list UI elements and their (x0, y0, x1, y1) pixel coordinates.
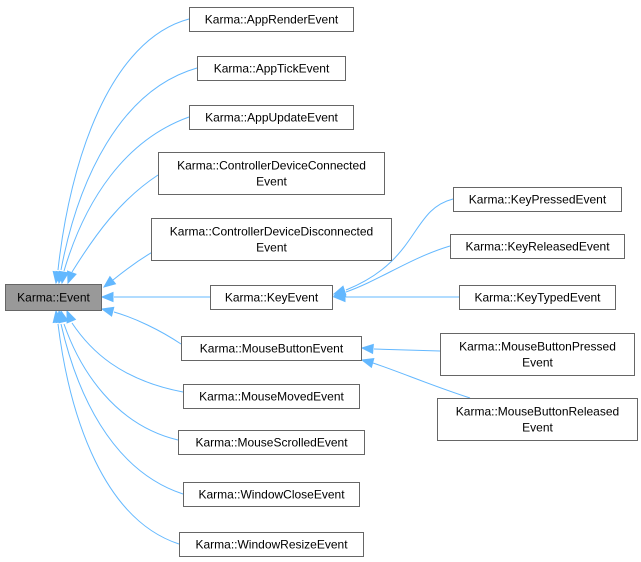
node-key-pressed[interactable]: Karma::KeyPressedEvent (453, 187, 622, 212)
node-box (183, 482, 360, 507)
node-app-tick[interactable]: Karma::AppTickEvent (197, 56, 346, 81)
node-label: Karma::AppUpdateEvent (205, 111, 338, 125)
node-box (151, 218, 392, 261)
nodes-layer: Karma::Event Karma::AppRenderEventKarma::… (5, 7, 638, 557)
node-mouse-scrolled[interactable]: Karma::MouseScrolledEvent (178, 430, 365, 455)
node-box (210, 285, 333, 310)
edge-arrowhead (58, 270, 70, 285)
node-label: Event (522, 356, 553, 370)
node-label: Karma::WindowResizeEvent (195, 538, 348, 552)
node-key-typed[interactable]: Karma::KeyTypedEvent (459, 285, 616, 310)
edge-arrowhead (332, 291, 346, 303)
node-mouse-button[interactable]: Karma::MouseButtonEvent (181, 336, 362, 361)
edge-line (345, 198, 454, 291)
node-label: Karma::KeyEvent (225, 291, 319, 305)
node-label: Event (256, 241, 287, 255)
node-label: Karma::WindowCloseEvent (198, 488, 345, 502)
edge-arrowhead (360, 357, 375, 369)
edge-arrowhead (100, 291, 114, 303)
edge-arrowhead (66, 309, 77, 324)
edge-window-resize-to-event (52, 309, 180, 545)
node-box (178, 430, 365, 455)
edge-arrowhead (67, 270, 77, 285)
edge-line (60, 323, 184, 495)
edges-layer (52, 18, 471, 545)
node-event[interactable]: Karma::Event (5, 284, 102, 311)
node-label: Karma::KeyTypedEvent (474, 291, 601, 305)
node-label: Event (522, 421, 553, 435)
edge-line (63, 323, 179, 441)
node-label: Karma::MouseButtonReleased (456, 405, 619, 419)
node-box (189, 7, 354, 32)
node-label: Event (256, 175, 287, 189)
node-box (197, 56, 346, 81)
node-box (189, 105, 354, 130)
node-app-update[interactable]: Karma::AppUpdateEvent (189, 105, 354, 130)
node-label: Karma::MouseButtonPressed (459, 340, 616, 354)
edge-line (71, 174, 159, 273)
edge-line (373, 348, 441, 352)
edge-line (57, 323, 180, 545)
edge-mouse-button-released-to-mouse-button (360, 357, 471, 399)
node-label: Karma::MouseMovedEvent (199, 390, 344, 404)
edge-key-to-event (100, 291, 210, 303)
node-key-released[interactable]: Karma::KeyReleasedEvent (450, 234, 625, 259)
edge-arrowhead (360, 343, 374, 355)
edge-mouse-button-to-event (100, 306, 182, 345)
node-label: Karma::KeyPressedEvent (469, 193, 607, 207)
node-label: Karma::Event (17, 291, 90, 305)
node-window-resize[interactable]: Karma::WindowResizeEvent (179, 532, 364, 557)
node-label: Karma::MouseButtonEvent (200, 342, 344, 356)
node-label: Karma::MouseScrolledEvent (195, 436, 348, 450)
edge-line (57, 18, 190, 271)
node-label: Karma::KeyReleasedEvent (465, 240, 610, 254)
edge-key-typed-to-key (332, 291, 459, 303)
node-box (181, 336, 362, 361)
node-box (440, 333, 635, 376)
edge-arrowhead (52, 309, 63, 324)
node-box (179, 532, 364, 557)
node-box (183, 384, 360, 409)
node-box (437, 398, 638, 441)
node-box (453, 187, 622, 212)
node-label: Karma::ControllerDeviceDisconnected (170, 225, 373, 239)
edge-controller-connected-to-event (67, 174, 159, 285)
node-window-close[interactable]: Karma::WindowCloseEvent (183, 482, 360, 507)
node-box (450, 234, 625, 259)
node-mouse-moved[interactable]: Karma::MouseMovedEvent (183, 384, 360, 409)
node-box (158, 152, 385, 195)
node-key[interactable]: Karma::KeyEvent (210, 285, 333, 310)
edge-line (71, 322, 184, 393)
node-label: Karma::ControllerDeviceConnected (177, 159, 366, 173)
edge-arrowhead (100, 306, 115, 317)
node-app-render[interactable]: Karma::AppRenderEvent (189, 7, 354, 32)
edge-mouse-moved-to-event (66, 309, 184, 393)
edge-window-close-to-event (55, 309, 184, 495)
node-box (5, 284, 102, 311)
edge-line (372, 362, 471, 399)
edge-app-update-to-event (58, 116, 190, 285)
edge-line (63, 116, 190, 272)
edge-arrowhead (102, 275, 117, 288)
node-box (459, 285, 616, 310)
edge-line (60, 67, 198, 271)
edge-mouse-button-pressed-to-mouse-button (360, 343, 441, 355)
node-label: Karma::AppTickEvent (214, 62, 330, 76)
edge-line (345, 245, 451, 293)
node-label: Karma::AppRenderEvent (205, 13, 339, 27)
edge-line (113, 311, 182, 345)
